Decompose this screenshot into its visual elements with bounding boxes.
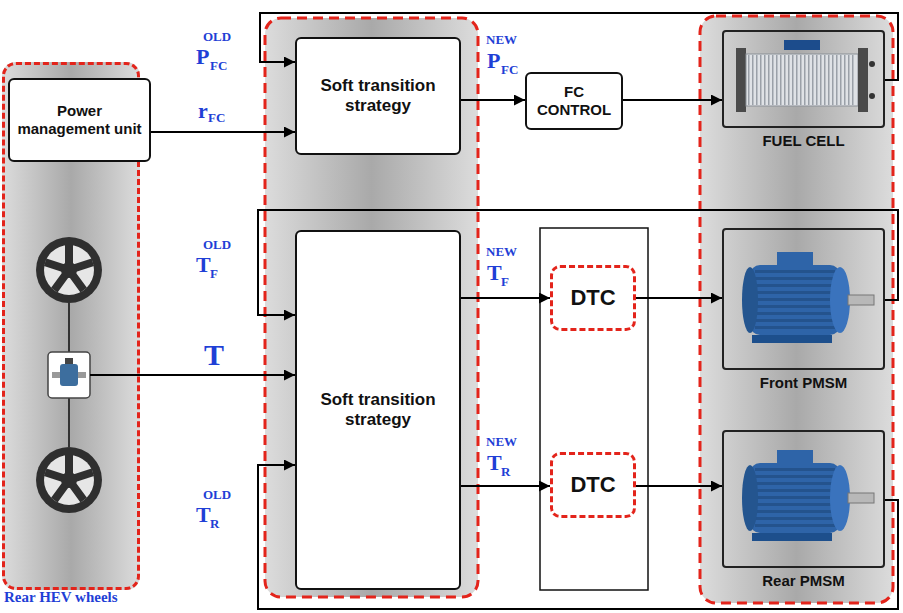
strategy-box: Soft transition strategy (295, 230, 461, 590)
node-label: Power management unit (10, 102, 149, 138)
wheel-rim (44, 245, 94, 295)
wheel-hub (61, 472, 77, 488)
signal-arrow (461, 297, 550, 299)
node-heading: Front PMSM (760, 374, 848, 392)
fuel-cell-picture (736, 40, 875, 112)
end-plate (858, 48, 868, 112)
motor-picture (742, 450, 874, 541)
signal-symbol: T (487, 262, 502, 284)
motor-front-cap (830, 267, 850, 333)
motor-frame: Front PMSM (722, 228, 885, 370)
signal-symbol: P (487, 50, 500, 72)
node-label: Soft transition strategy (297, 76, 459, 117)
wheel-spokes (45, 455, 93, 500)
stack-port (869, 93, 875, 99)
signal-arrow (636, 297, 722, 299)
strategy-box: Soft transition strategy (295, 37, 461, 155)
signal-subscript: FC (210, 59, 227, 72)
wheel-group-panel: Rear HEV wheelsPower management unit (2, 62, 140, 590)
motor-feet (752, 533, 832, 541)
motor-front-cap (830, 465, 850, 531)
signal-tag: NEW (486, 245, 517, 258)
signal-symbol: P (196, 46, 209, 68)
axle-line (68, 398, 70, 447)
signal-subscript: F (501, 275, 509, 288)
signal-subscript: R (210, 517, 219, 530)
motor-body (750, 265, 840, 335)
signal-tag: OLD (203, 30, 231, 43)
wheel-hub (61, 262, 77, 278)
node-heading: Rear PMSM (762, 572, 845, 590)
wheel-icon (36, 447, 102, 513)
strategy-panel (265, 18, 478, 597)
signal-arrow (461, 99, 525, 101)
motor-fins (755, 468, 835, 528)
signal-arrow (461, 485, 550, 487)
wheel-icon (36, 237, 102, 303)
node-heading: Rear HEV wheels (4, 588, 118, 606)
motor-fins (755, 270, 835, 330)
controller-frame (540, 228, 648, 590)
signal-symbol: T (196, 254, 211, 276)
terminal-box (777, 450, 813, 466)
fuel-cell-frame: FUEL CELL (722, 30, 885, 128)
signal-symbol: T (204, 340, 224, 370)
dtc-box: DTC (550, 265, 636, 331)
process-box: Power management unit (8, 78, 151, 162)
torque-sensor-body (60, 364, 78, 386)
motor-shaft (848, 493, 874, 503)
signal-symbol: r (198, 100, 208, 122)
dtc-box: DTC (550, 452, 636, 518)
signal-tag: NEW (486, 33, 517, 46)
node-heading: FUEL CELL (762, 132, 844, 150)
motor-rear-cap (742, 267, 758, 333)
torque-sensor-frame (48, 352, 90, 398)
motor-shaft (848, 295, 874, 305)
wheel-tyre (36, 447, 102, 513)
signal-arrow (623, 99, 722, 101)
signal-symbol: T (196, 504, 211, 526)
signal-tag: NEW (486, 435, 517, 448)
wheel-tyre (36, 237, 102, 303)
motor-rear-cap (742, 465, 758, 531)
wheel-rim (44, 455, 94, 505)
node-label: DTC (570, 285, 615, 311)
end-plate (736, 48, 746, 112)
torque-sensor-plug (65, 358, 73, 364)
stack-badge (784, 40, 820, 50)
torque-signal-wire (90, 374, 295, 376)
signal-symbol: T (487, 452, 502, 474)
control-box: FC CONTROL (525, 72, 623, 130)
wheel-spokes (45, 245, 93, 290)
signal-subscript: F (210, 267, 218, 280)
plant-panel (700, 16, 893, 603)
cell-stack (746, 54, 858, 106)
signal-arrow (636, 485, 722, 487)
cell-plates (748, 55, 856, 105)
node-label: Soft transition strategy (297, 390, 459, 431)
signal-subscript: R (501, 465, 510, 478)
terminal-box (777, 252, 813, 268)
axle-line (68, 303, 70, 352)
signal-tag: OLD (203, 238, 231, 251)
stack-port (869, 61, 875, 67)
node-label: DTC (570, 472, 615, 498)
signal-tag: OLD (203, 488, 231, 501)
motor-frame: Rear PMSM (722, 430, 885, 568)
signal-subscript: FC (501, 63, 518, 76)
motor-picture (742, 252, 874, 343)
signal-arrow (151, 131, 295, 133)
motor-body (750, 463, 840, 533)
motor-feet (752, 335, 832, 343)
node-label: FC CONTROL (527, 83, 621, 119)
signal-subscript: FC (208, 111, 225, 124)
